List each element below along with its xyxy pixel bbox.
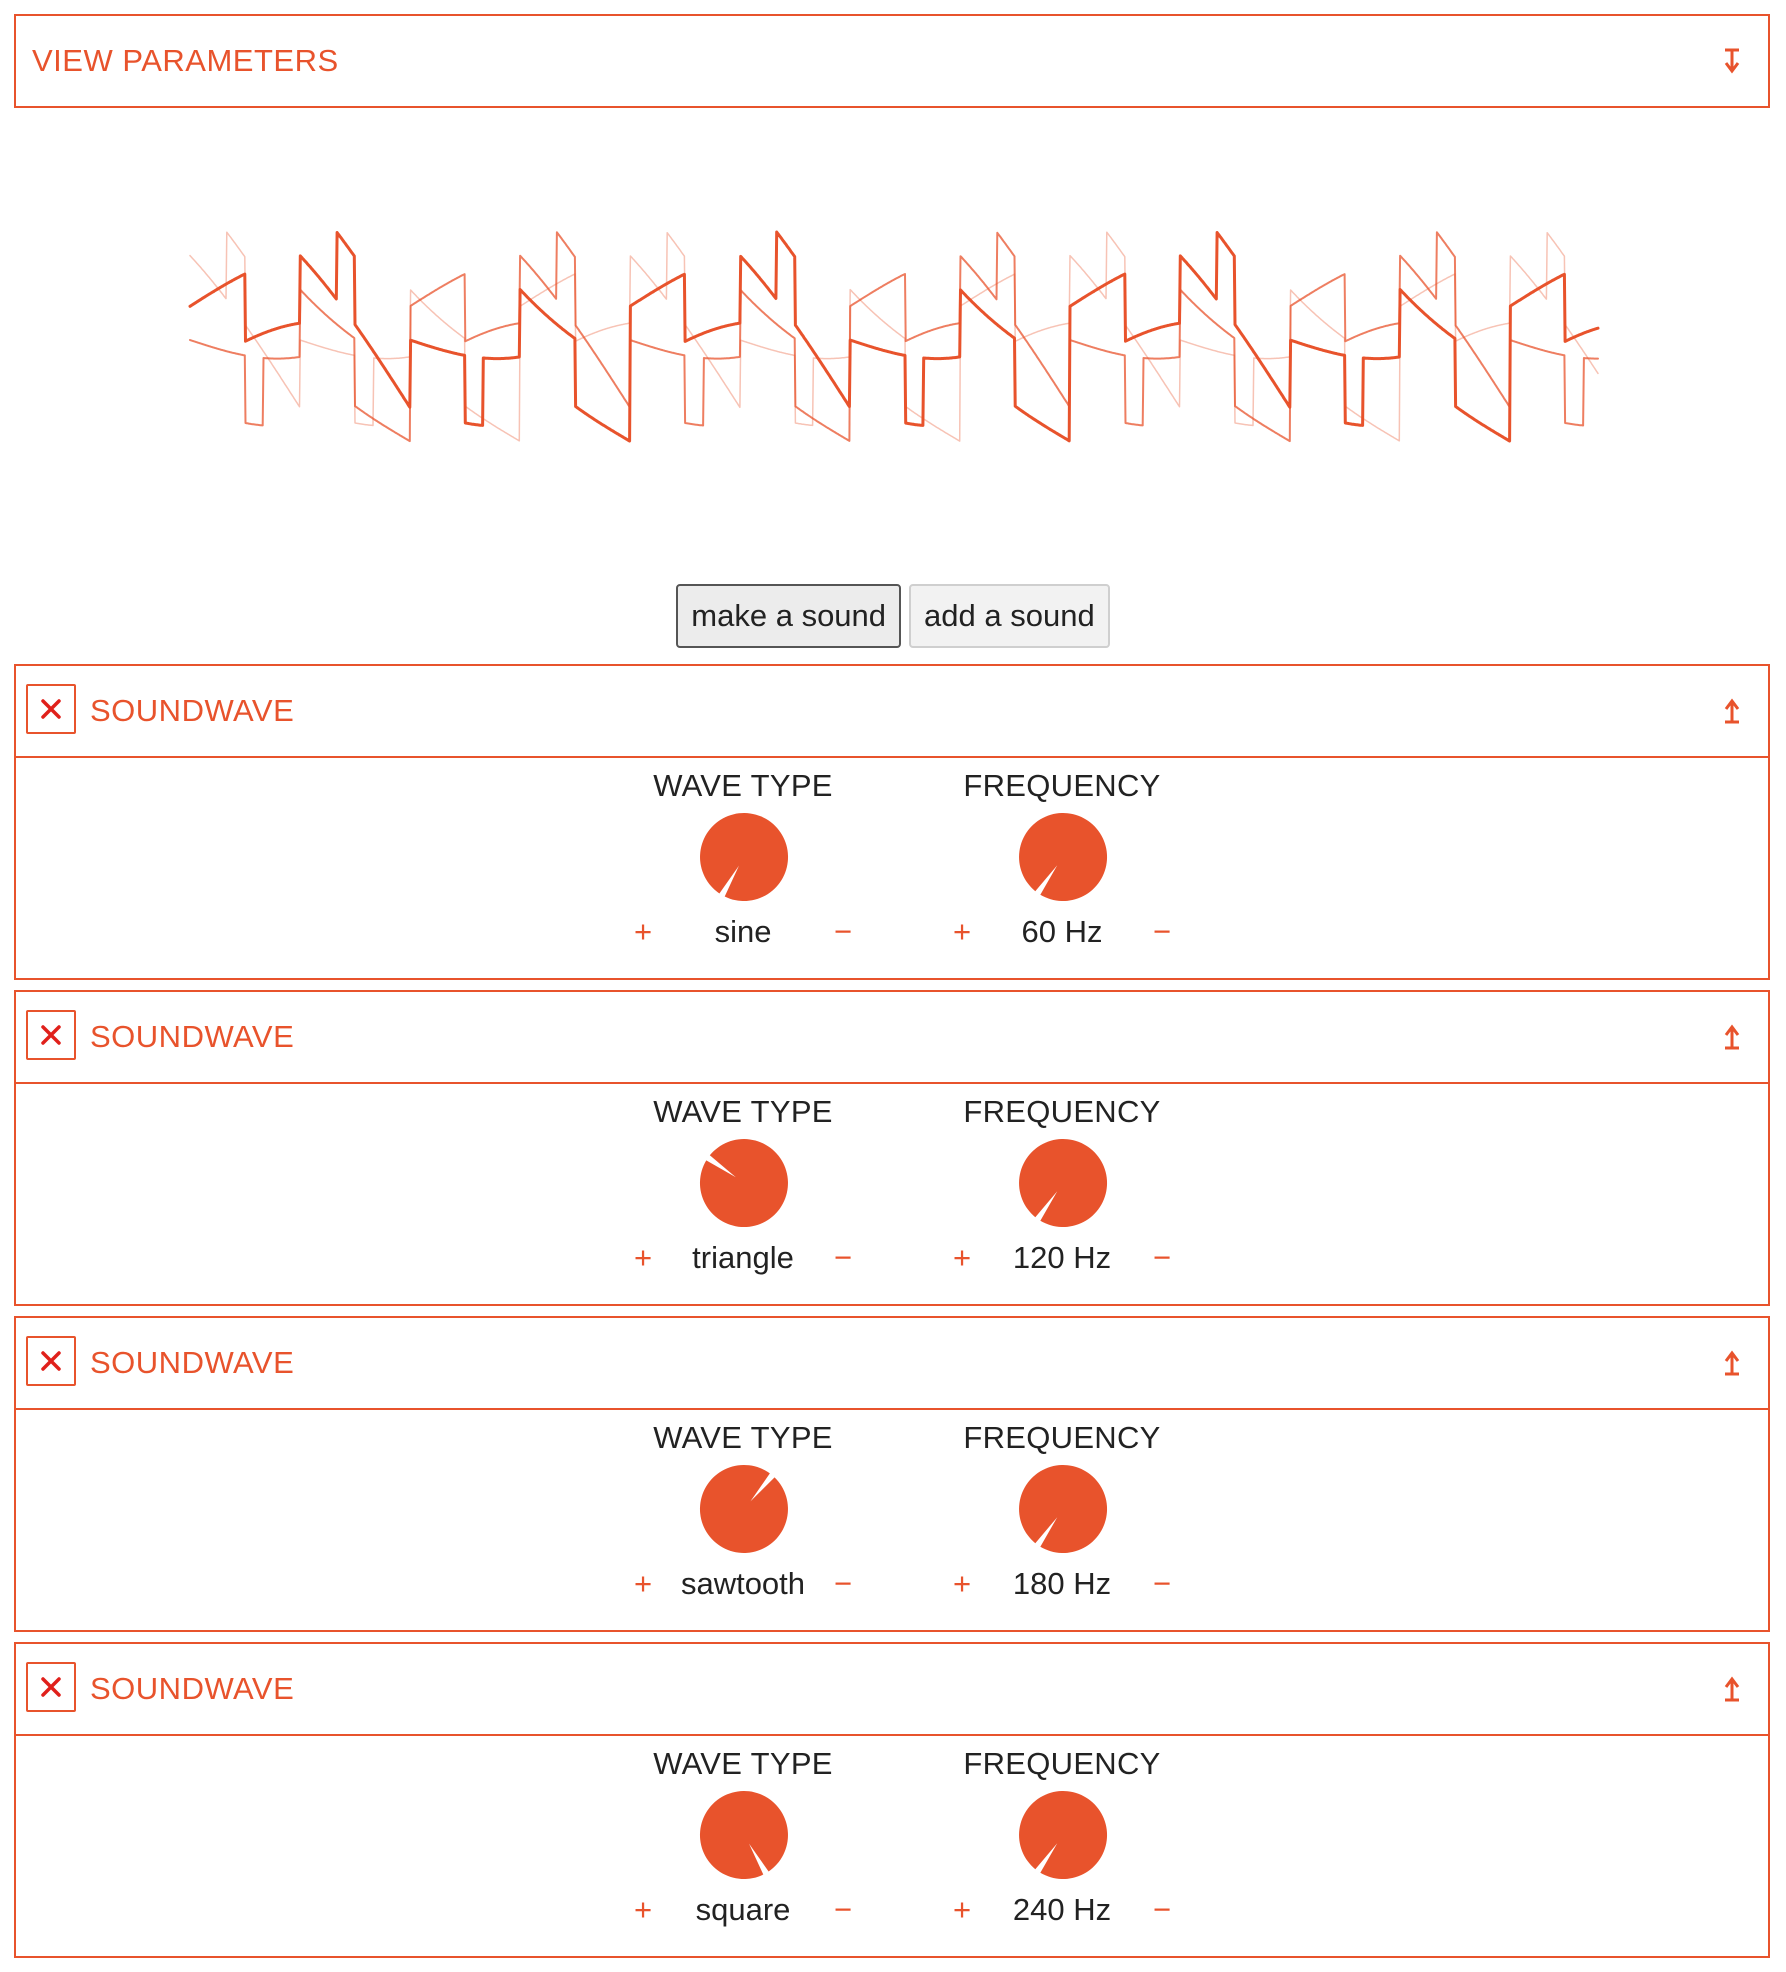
remove-soundwave-button[interactable] — [26, 1010, 76, 1060]
wave-type-knob[interactable] — [699, 812, 789, 902]
wave-type-label: WAVE TYPE — [653, 768, 833, 803]
knob-dial — [700, 813, 789, 902]
wave-type-value: square — [695, 1892, 791, 1927]
soundwave-controls: WAVE TYPE + sine − FREQUENCY + 60 Hz − — [14, 758, 1770, 980]
frequency-decrement-button[interactable]: − — [1152, 914, 1172, 949]
view-parameters-title: VIEW PARAMETERS — [32, 43, 339, 78]
waveform-trace — [188, 230, 1600, 443]
knob-dial — [699, 1139, 788, 1228]
soundwave-header[interactable]: SOUNDWAVE — [14, 1316, 1770, 1410]
soundwave-controls: WAVE TYPE + square − FREQUENCY + 240 Hz … — [14, 1736, 1770, 1958]
frequency-increment-button[interactable]: + — [952, 1240, 972, 1275]
close-icon — [41, 1025, 61, 1045]
frequency-knob[interactable] — [1018, 812, 1108, 902]
expand-arrow-icon[interactable] — [1712, 16, 1752, 106]
frequency-label: FREQUENCY — [963, 1746, 1161, 1781]
frequency-control: FREQUENCY + 60 Hz − — [942, 758, 1182, 980]
remove-soundwave-button[interactable] — [26, 1336, 76, 1386]
close-icon — [41, 1677, 61, 1697]
wave-type-decrement-button[interactable]: − — [833, 1240, 853, 1275]
frequency-increment-button[interactable]: + — [952, 1892, 972, 1927]
soundwave-header[interactable]: SOUNDWAVE — [14, 1642, 1770, 1736]
wave-type-increment-button[interactable]: + — [633, 1892, 653, 1927]
frequency-increment-button[interactable]: + — [952, 914, 972, 949]
frequency-value: 240 Hz — [1012, 1892, 1112, 1927]
view-parameters-header[interactable]: VIEW PARAMETERS — [14, 14, 1770, 108]
frequency-knob[interactable] — [1018, 1138, 1108, 1228]
soundwave-title: SOUNDWAVE — [90, 1671, 295, 1706]
frequency-control: FREQUENCY + 240 Hz − — [942, 1736, 1182, 1958]
waveform-display — [0, 110, 1786, 560]
wave-type-increment-button[interactable]: + — [633, 914, 653, 949]
soundwave-header[interactable]: SOUNDWAVE — [14, 990, 1770, 1084]
wave-type-label: WAVE TYPE — [653, 1420, 833, 1455]
soundwave-title: SOUNDWAVE — [90, 1019, 295, 1054]
knob-dial — [1019, 1465, 1108, 1554]
action-buttons: make a sound add a sound — [0, 584, 1786, 648]
soundwave-title: SOUNDWAVE — [90, 1345, 295, 1380]
wave-type-increment-button[interactable]: + — [633, 1240, 653, 1275]
frequency-increment-button[interactable]: + — [952, 1566, 972, 1601]
frequency-value: 60 Hz — [1021, 914, 1103, 949]
waveform-canvas — [188, 230, 1600, 443]
wave-type-control: WAVE TYPE + square − — [623, 1736, 863, 1958]
frequency-control: FREQUENCY + 180 Hz − — [942, 1410, 1182, 1632]
frequency-decrement-button[interactable]: − — [1152, 1566, 1172, 1601]
soundwave-header[interactable]: SOUNDWAVE — [14, 664, 1770, 758]
soundwave-title: SOUNDWAVE — [90, 693, 295, 728]
frequency-value: 120 Hz — [1012, 1240, 1112, 1275]
close-icon — [41, 699, 61, 719]
knob-dial — [1019, 1791, 1108, 1880]
wave-type-control: WAVE TYPE + triangle − — [623, 1084, 863, 1306]
collapse-arrow-icon[interactable] — [1712, 992, 1752, 1082]
frequency-decrement-button[interactable]: − — [1152, 1892, 1172, 1927]
knob-dial — [699, 1791, 788, 1880]
frequency-label: FREQUENCY — [963, 768, 1161, 803]
remove-soundwave-button[interactable] — [26, 1662, 76, 1712]
wave-type-decrement-button[interactable]: − — [833, 1566, 853, 1601]
soundwave-controls: WAVE TYPE + sawtooth − FREQUENCY + 180 H… — [14, 1410, 1770, 1632]
wave-type-decrement-button[interactable]: − — [833, 914, 853, 949]
wave-type-value: triangle — [692, 1240, 794, 1275]
knob-dial — [699, 1464, 788, 1553]
waveform-trace — [189, 231, 1599, 442]
soundwave-controls: WAVE TYPE + triangle − FREQUENCY + 120 H… — [14, 1084, 1770, 1306]
frequency-control: FREQUENCY + 120 Hz − — [942, 1084, 1182, 1306]
knob-dial — [1019, 1139, 1108, 1228]
frequency-label: FREQUENCY — [963, 1420, 1161, 1455]
wave-type-control: WAVE TYPE + sawtooth − — [623, 1410, 863, 1632]
knob-dial — [1019, 813, 1108, 902]
wave-type-increment-button[interactable]: + — [633, 1566, 653, 1601]
wave-type-value: sine — [714, 914, 772, 949]
wave-type-decrement-button[interactable]: − — [833, 1892, 853, 1927]
close-icon — [41, 1351, 61, 1371]
wave-type-knob[interactable] — [699, 1464, 789, 1554]
make-sound-button[interactable]: make a sound — [676, 584, 902, 648]
collapse-arrow-icon[interactable] — [1712, 666, 1752, 756]
collapse-arrow-icon[interactable] — [1712, 1644, 1752, 1734]
frequency-value: 180 Hz — [1012, 1566, 1112, 1601]
wave-type-value: sawtooth — [680, 1566, 806, 1601]
frequency-knob[interactable] — [1018, 1464, 1108, 1554]
collapse-arrow-icon[interactable] — [1712, 1318, 1752, 1408]
frequency-label: FREQUENCY — [963, 1094, 1161, 1129]
wave-type-knob[interactable] — [699, 1138, 789, 1228]
wave-type-knob[interactable] — [699, 1790, 789, 1880]
wave-type-label: WAVE TYPE — [653, 1746, 833, 1781]
add-sound-button[interactable]: add a sound — [909, 584, 1110, 648]
wave-type-label: WAVE TYPE — [653, 1094, 833, 1129]
remove-soundwave-button[interactable] — [26, 684, 76, 734]
frequency-knob[interactable] — [1018, 1790, 1108, 1880]
frequency-decrement-button[interactable]: − — [1152, 1240, 1172, 1275]
wave-type-control: WAVE TYPE + sine − — [623, 758, 863, 980]
waveform-trace — [189, 231, 1599, 443]
